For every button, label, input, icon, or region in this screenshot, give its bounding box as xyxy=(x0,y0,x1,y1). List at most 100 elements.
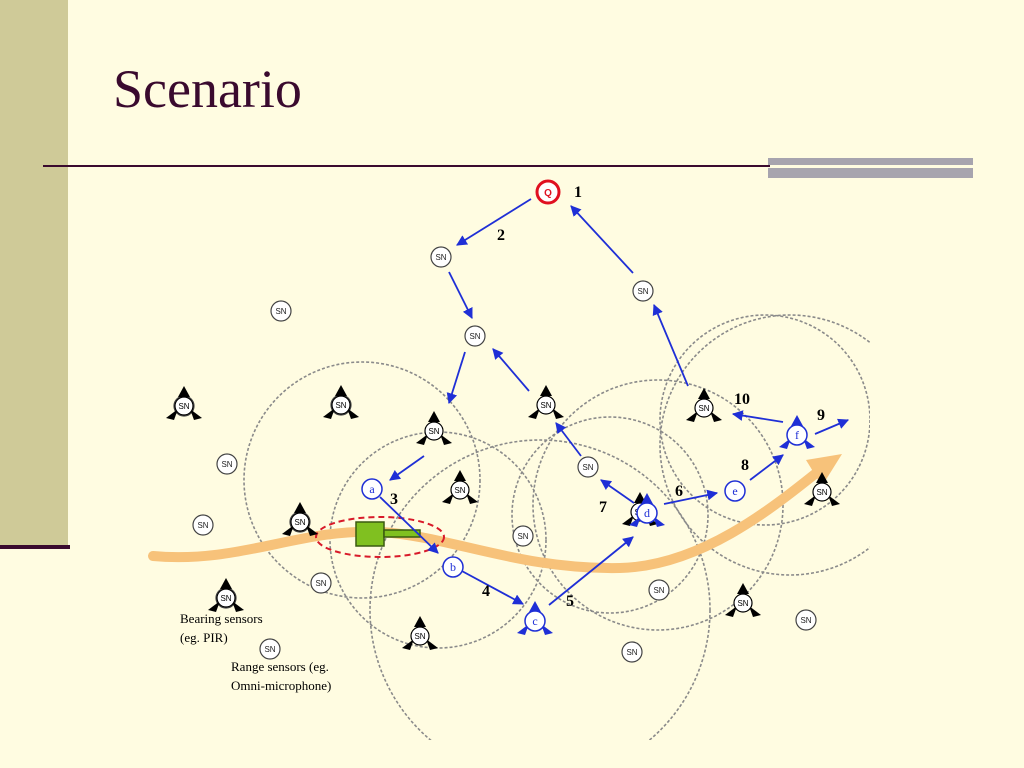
track-node-f: f xyxy=(779,415,815,449)
sink-ring xyxy=(535,179,561,205)
legend: Bearing sensors (eg. PIR) Range sensors … xyxy=(180,611,331,693)
step-label-8: 8 xyxy=(741,457,749,474)
track-node-c: c xyxy=(517,601,553,635)
step-label-2: 2 xyxy=(497,227,505,244)
bearing-sensor-ring xyxy=(812,482,832,502)
range-sensor-label: SN xyxy=(469,332,480,341)
step-label-5: 5 xyxy=(566,593,574,610)
bearing-sensor-wedge xyxy=(440,434,452,445)
sensing-range-circles xyxy=(243,314,870,740)
step-label-3: 3 xyxy=(390,491,398,508)
bearing-sensor-wedge xyxy=(804,495,816,506)
arrow-step-8 xyxy=(749,454,784,481)
bearing-sensor-wedge xyxy=(414,616,426,627)
range-sensor-node: SN xyxy=(310,572,332,594)
bearing-sensor-wedge xyxy=(323,408,335,419)
track-node-ring xyxy=(524,610,546,632)
target-path xyxy=(148,465,825,574)
step-label-9: 9 xyxy=(817,407,825,424)
range-sensor-ring xyxy=(192,514,214,536)
bearing-sensor-wedge xyxy=(232,601,244,612)
bearing-sensor-wedge xyxy=(442,493,454,504)
bearing-sensor-node: SN xyxy=(282,502,318,536)
track-node-ring xyxy=(361,478,383,500)
bearing-sensor-label: SN xyxy=(414,632,425,641)
range-sensor-label: SN xyxy=(517,532,528,541)
range-sensor-node: SN xyxy=(192,514,214,536)
range-sensor-ring xyxy=(512,525,534,547)
bearing-sensor-wedge xyxy=(428,411,440,422)
range-sensor-ring xyxy=(430,246,452,268)
range-sensor-label: SN xyxy=(315,579,326,588)
title-rule-accent xyxy=(768,168,973,178)
bearing-sensor-ring xyxy=(174,396,194,416)
left-decor-band xyxy=(0,0,68,546)
track-node-label: a xyxy=(369,482,375,496)
range-sensor-label: SN xyxy=(637,287,648,296)
track-node-label: e xyxy=(732,484,737,498)
target-vehicle-icon xyxy=(355,521,421,547)
bearing-sensor-wedge xyxy=(698,388,710,399)
range-sensor-ring xyxy=(310,572,332,594)
bearing-sensor-wedge xyxy=(622,515,634,526)
arrow-step-6 xyxy=(663,489,719,505)
arrow-step-3 xyxy=(379,496,439,554)
range-circle xyxy=(659,314,870,576)
bearing-sensor-label: SN xyxy=(737,599,748,608)
target-path-arrowhead xyxy=(806,454,842,486)
title-rule xyxy=(43,165,770,167)
legend-bearing-line1: Bearing sensors xyxy=(180,611,263,626)
range-sensor-label: SN xyxy=(800,616,811,625)
range-sensor-node: SN xyxy=(216,453,238,475)
bearing-sensor-label: SN xyxy=(294,518,305,527)
range-sensor-node: SN xyxy=(270,300,292,322)
bearing-sensor-node: SN xyxy=(725,583,761,617)
title-rule-accent xyxy=(768,158,973,165)
arrow xyxy=(652,304,689,387)
bearing-sensor-node: SN xyxy=(416,411,452,445)
range-sensor-node: SN xyxy=(430,246,452,268)
bearing-sensor-node: SN xyxy=(166,386,202,420)
step-label-6: 6 xyxy=(675,483,683,500)
track-node-wedge xyxy=(791,415,803,426)
arrow-step-4 xyxy=(459,569,524,605)
arrow-step-5 xyxy=(548,536,634,606)
track-node-e: e xyxy=(724,480,746,502)
step-label-4: 4 xyxy=(482,583,490,600)
range-sensor-node: SN xyxy=(795,609,817,631)
range-sensor-ring xyxy=(648,579,670,601)
range-sensor-node: SN xyxy=(632,280,654,302)
bearing-sensor-wedge xyxy=(725,606,737,617)
range-circle xyxy=(369,439,711,740)
bearing-sensor-wedge xyxy=(540,385,552,396)
bearing-sensor-wedge xyxy=(220,578,232,589)
track-node-d: d xyxy=(629,493,665,527)
bearing-sensor-wedge xyxy=(190,409,202,420)
bearing-sensor-label: SN xyxy=(816,488,827,497)
track-node-ring xyxy=(724,480,746,502)
range-sensor-node: SN xyxy=(259,638,281,660)
bearing-sensor-wedge xyxy=(306,525,318,536)
step-label-10: 10 xyxy=(734,391,750,408)
arrow xyxy=(555,422,582,457)
arrow xyxy=(446,351,466,405)
bearing-sensor-wedge xyxy=(466,493,478,504)
bearing-sensor-label: SN xyxy=(540,401,551,410)
bearing-sensor-wedge xyxy=(294,502,306,513)
bearing-sensor-node: SN xyxy=(804,472,840,506)
bearing-sensor-label: SN xyxy=(428,427,439,436)
bearing-sensor-wedge xyxy=(634,492,646,503)
bearing-sensor-wedge xyxy=(335,385,347,396)
arrow-step-10 xyxy=(731,410,784,423)
bearing-sensor-ring xyxy=(733,593,753,613)
bearing-sensor-wedge xyxy=(454,470,466,481)
bearing-sensor-label: SN xyxy=(698,404,709,413)
track-node-a: a xyxy=(361,478,383,500)
track-node-wedge xyxy=(641,493,653,504)
left-decor-line xyxy=(0,545,70,549)
range-sensor-ring xyxy=(795,609,817,631)
range-circle xyxy=(243,361,481,599)
detection-ellipse xyxy=(315,516,445,558)
